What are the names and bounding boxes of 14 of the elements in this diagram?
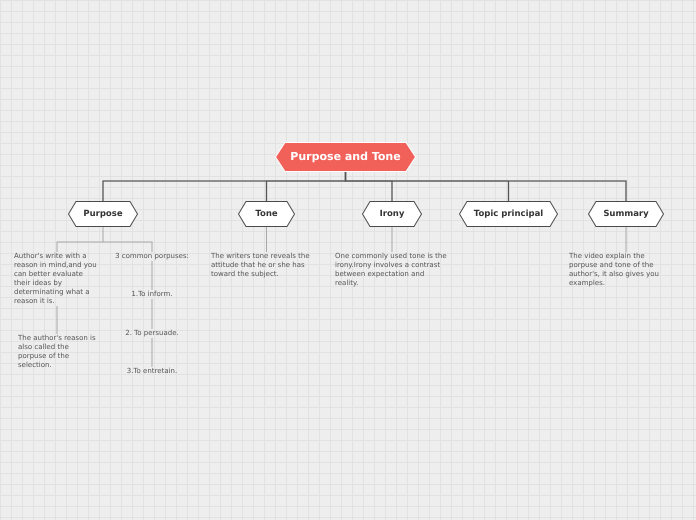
connector-line [56,306,58,334]
connector-line [102,226,152,252]
topic-hexagon [459,201,558,227]
topic-hexagon [68,201,138,227]
central-topic-hexagon [275,142,416,172]
connector-line [344,172,627,201]
topic-label: Irony [380,208,404,220]
topic-label: Topic principal [474,208,544,220]
connector-line [266,226,267,252]
topic-label: Summary [603,208,649,220]
topic-label: Purpose [83,208,123,220]
topic-label: Purpose and Tone [290,148,401,165]
topic-label: Tone [255,208,278,220]
topic-hexagon [588,201,664,227]
